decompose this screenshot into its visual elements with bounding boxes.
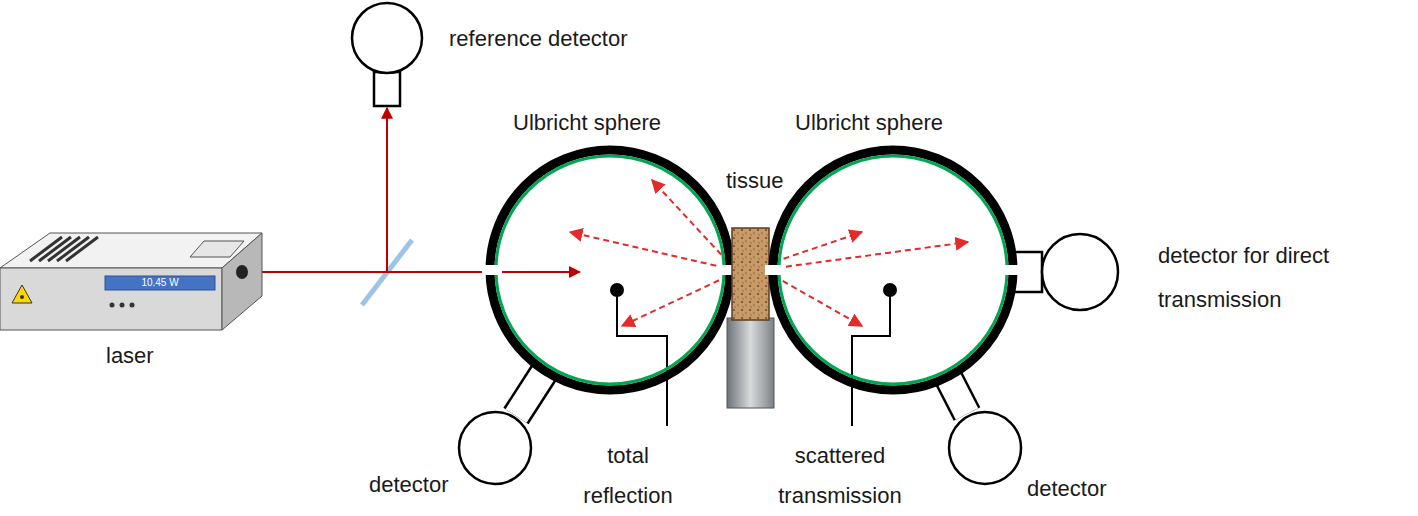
laser-device-part xyxy=(110,303,115,308)
sample-wand xyxy=(884,284,896,296)
scattered-light xyxy=(570,180,968,326)
laser-device-part xyxy=(190,241,244,257)
laser-beam xyxy=(262,271,580,273)
detector-bulb-part xyxy=(374,72,400,106)
integrating-sphere-part xyxy=(490,150,730,390)
part-label: total reflection xyxy=(566,436,690,516)
detector-bulb-part xyxy=(949,412,1021,484)
laser-device-part xyxy=(130,303,135,308)
sample-wand xyxy=(617,290,667,426)
detector-bulb: detector xyxy=(457,410,533,486)
detector-label: reference detector xyxy=(449,26,628,52)
sample-holder xyxy=(727,318,774,408)
laser-device-part xyxy=(20,295,24,299)
integrating-sphere-part xyxy=(1001,265,1021,275)
detector-label: detector for direct transmission xyxy=(1158,234,1358,322)
detector-port xyxy=(948,377,967,414)
sample-wand xyxy=(852,290,890,426)
laser-device-part xyxy=(105,276,215,290)
laser-device-part xyxy=(236,265,248,279)
laser-device-part xyxy=(120,303,125,308)
integrating-sphere-part xyxy=(779,156,1007,384)
detector-bulb-part xyxy=(459,412,531,484)
laser-beam xyxy=(262,108,387,272)
tissue-sample: tissue xyxy=(732,228,769,320)
laser-device-part xyxy=(66,237,98,261)
tissue-sample-part xyxy=(732,228,769,320)
integrating-sphere-part xyxy=(765,265,785,275)
tissue-sample-outline xyxy=(732,228,769,320)
sphere-label: Ulbricht sphere xyxy=(795,110,943,136)
detector-label: detector xyxy=(369,472,449,498)
integrating-sphere: Ulbricht sphere xyxy=(484,144,736,396)
integrating-sphere-part xyxy=(482,265,502,275)
detector-port xyxy=(516,371,545,416)
sample-holder xyxy=(727,318,774,408)
detector-bulb-part xyxy=(352,3,422,73)
scattered-light xyxy=(570,232,726,268)
sample-label: tissue xyxy=(726,168,783,194)
detector-bulb: detector xyxy=(947,410,1023,486)
integrating-sphere-part xyxy=(496,156,724,384)
detector-port xyxy=(948,377,967,414)
detector-bulb-outline xyxy=(947,410,1023,486)
detector-bulb-outline xyxy=(349,2,425,108)
detector-port xyxy=(516,371,545,416)
detector-bulb-outline xyxy=(457,410,533,486)
integrating-sphere-outline xyxy=(484,144,736,396)
detector-bulb-outline xyxy=(1040,232,1120,312)
scattered-light xyxy=(776,242,968,268)
laser-device-part xyxy=(0,233,262,268)
integrating-sphere-part xyxy=(773,150,1013,390)
laser-device: 10.45 W laser xyxy=(0,233,262,368)
integrating-sphere-outline xyxy=(767,144,1019,396)
sphere-label: Ulbricht sphere xyxy=(513,110,661,136)
power-display: 10.45 W xyxy=(105,276,215,290)
detector-bulb-part xyxy=(1042,234,1118,310)
detector-bulb: detector for direct transmission xyxy=(1040,232,1120,312)
laser-device-part xyxy=(0,268,222,330)
detector-label: detector xyxy=(1027,476,1107,502)
laser-device-part xyxy=(12,285,32,303)
sample-wand xyxy=(611,284,623,296)
device-label: laser xyxy=(106,343,154,369)
part-label: scattered transmission xyxy=(768,436,912,516)
detector-bulb: reference detector xyxy=(349,2,425,108)
integrating-sphere: Ulbricht sphere xyxy=(767,144,1019,396)
